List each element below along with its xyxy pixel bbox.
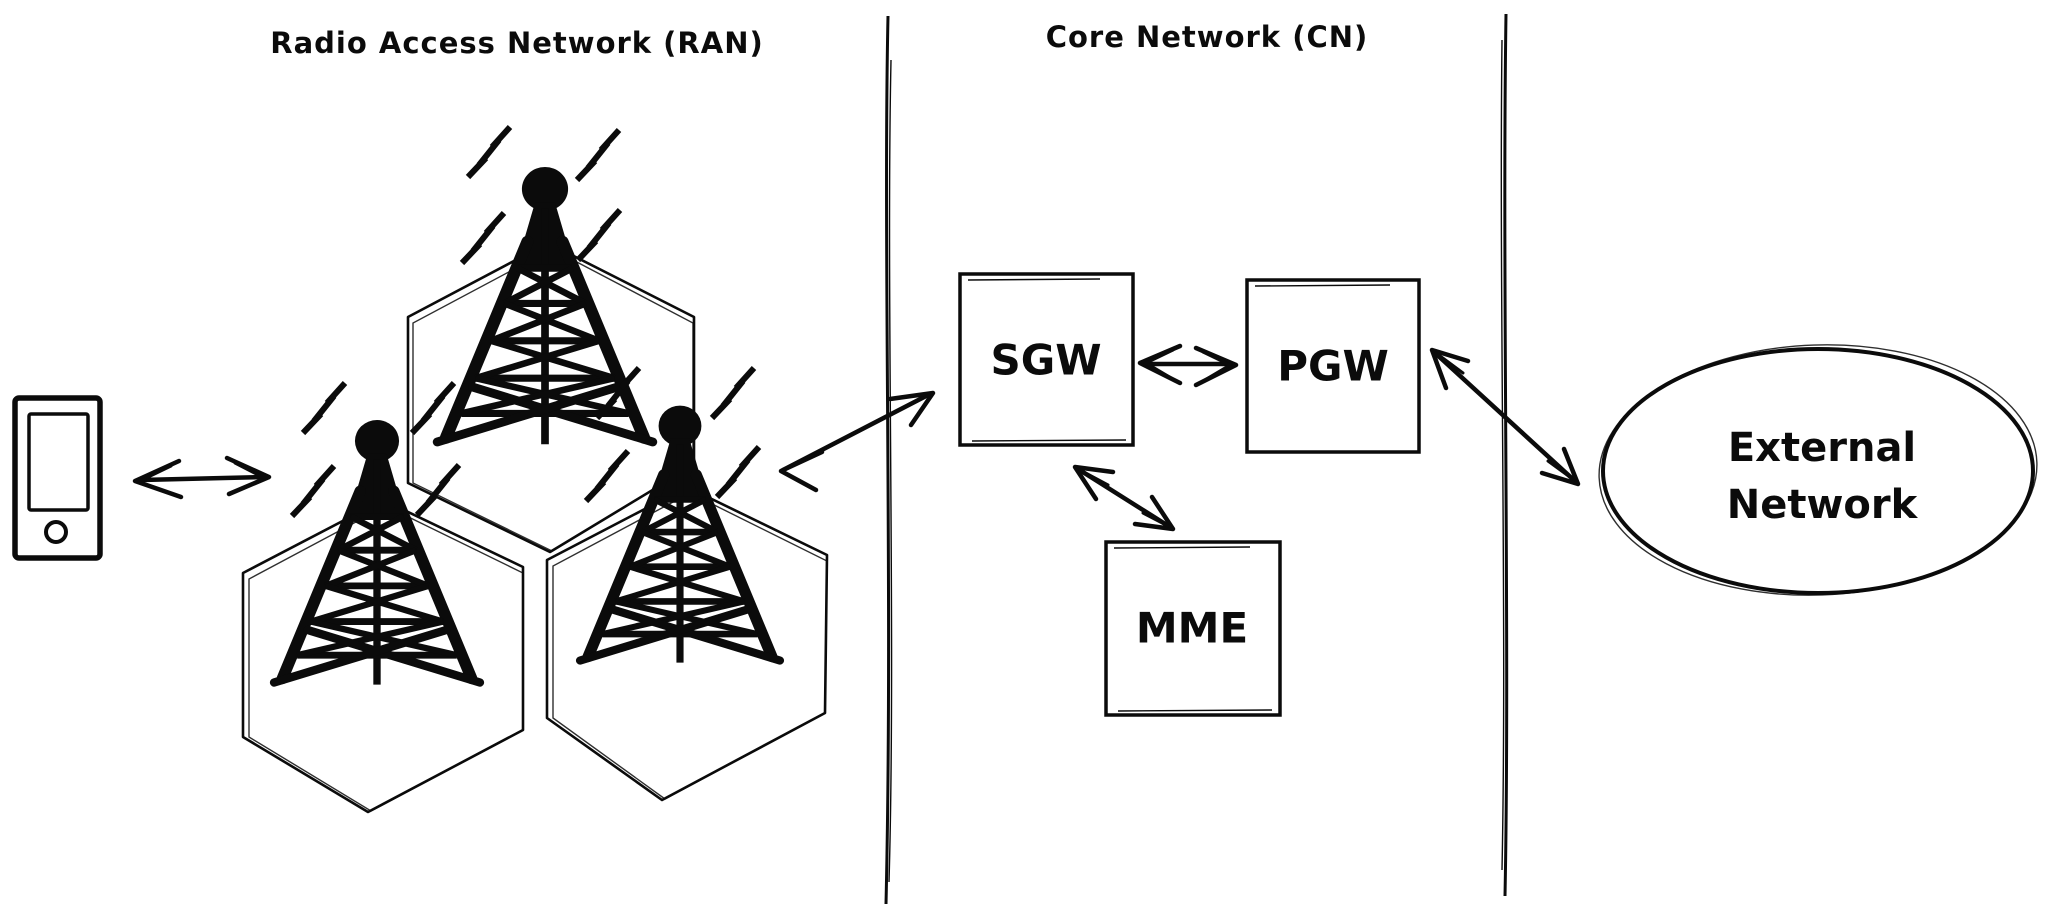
lightning-bolt-icon xyxy=(303,383,345,433)
lightning-bolt-icon xyxy=(578,210,620,260)
phone-home-button xyxy=(44,520,68,544)
lightning-bolt-icon xyxy=(292,466,334,516)
node-box xyxy=(958,272,1135,447)
ran-title: Radio Access Network (RAN) xyxy=(270,26,763,60)
ue-phone-icon xyxy=(12,395,103,561)
pgw-label: PGW xyxy=(1277,342,1389,391)
lightning-bolt-icon xyxy=(712,368,754,418)
mme-node: MME xyxy=(1104,540,1282,717)
cn-title: Core Network (CN) xyxy=(1046,20,1369,54)
arrow-pgw-external xyxy=(1429,347,1581,487)
sgw-node: SGW xyxy=(958,272,1135,447)
lightning-bolt-icon xyxy=(462,213,504,263)
ran-core-divider xyxy=(884,15,893,905)
cell-hexagon xyxy=(545,485,829,802)
lightning-bolt-icon xyxy=(717,447,759,497)
external-network-label-line2: Network xyxy=(1727,482,1919,528)
arrow-ue-ran xyxy=(132,455,272,500)
lightning-bolt-icon xyxy=(577,130,619,180)
arrow-sgw-mme xyxy=(1072,464,1176,532)
lightning-bolt-icon xyxy=(468,127,510,177)
arrow-ran-sgw xyxy=(778,390,936,493)
arrow-sgw-pgw xyxy=(1137,343,1239,388)
cell-hexagon xyxy=(406,241,696,554)
pgw-node: PGW xyxy=(1245,278,1421,454)
external-network-label-line1: External xyxy=(1728,425,1916,471)
sgw-label: SGW xyxy=(990,336,1101,385)
lightning-bolt-icon xyxy=(586,451,628,501)
core-external-divider xyxy=(1500,13,1509,897)
node-box xyxy=(1245,278,1421,454)
external-network-node: External Network xyxy=(1598,344,2038,596)
cell-hexagon xyxy=(241,498,525,814)
phone-screen xyxy=(27,412,90,512)
node-box xyxy=(1104,540,1282,717)
mme-label: MME xyxy=(1136,604,1248,653)
